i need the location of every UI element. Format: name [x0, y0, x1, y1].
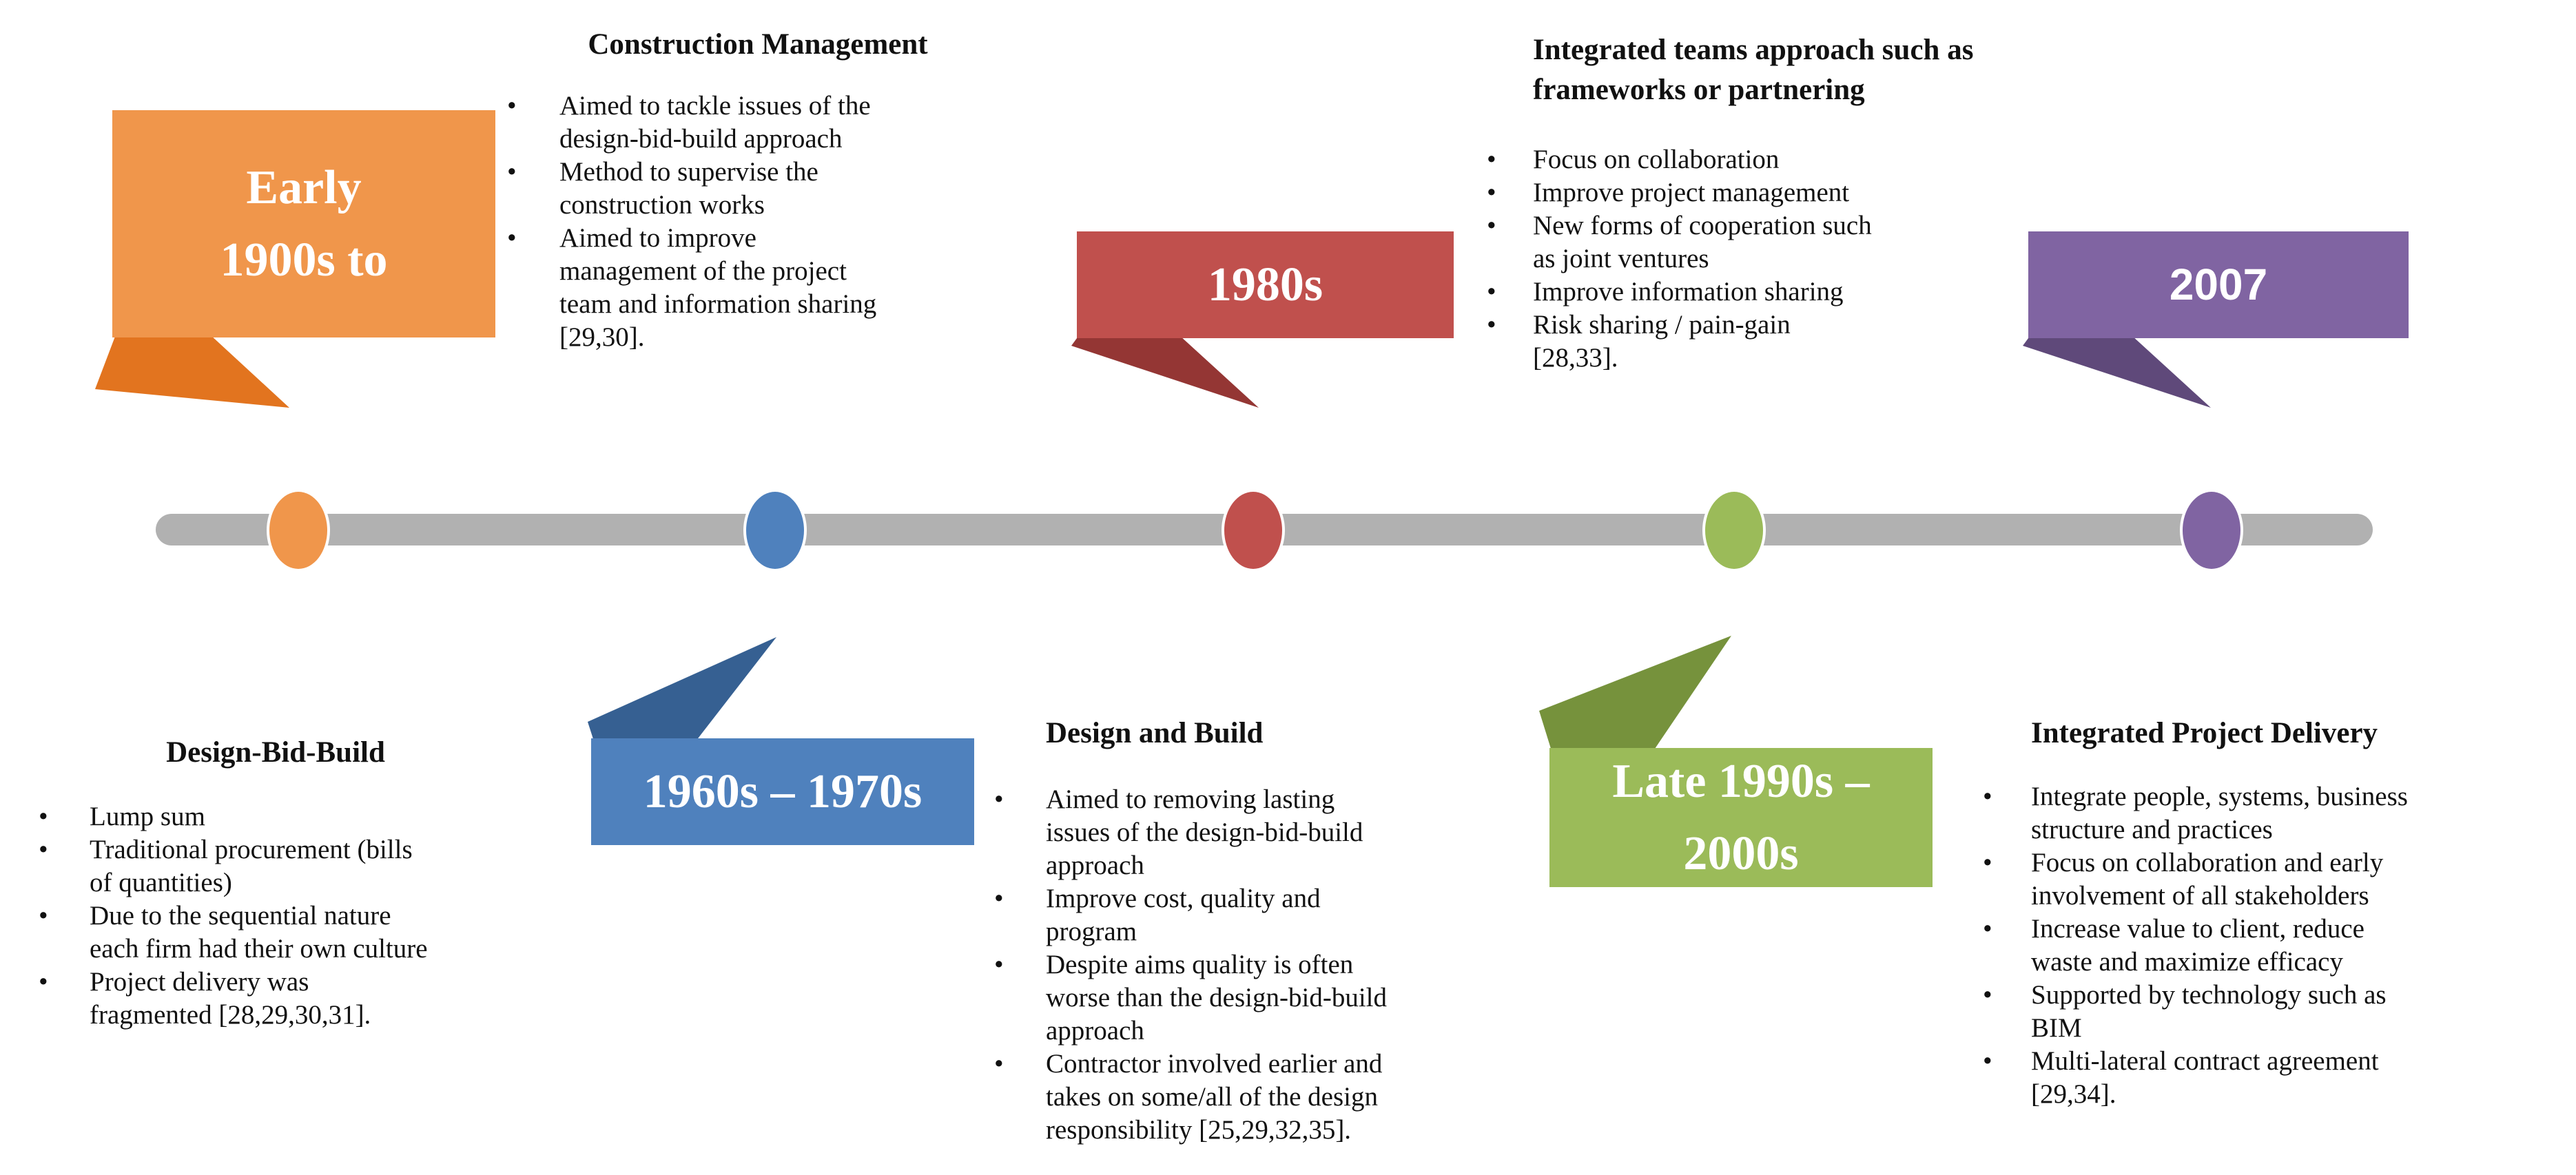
bullet-icon: •: [1983, 914, 1992, 944]
block-integrated-project-delivery: Integrated Project Delivery • Integrate …: [1979, 715, 2537, 1111]
bullet-list: • Lump sum • Traditional procurement (bi…: [34, 800, 517, 1032]
bullet-icon: •: [1983, 782, 1992, 811]
bullet-list: • Focus on collaboration • Improve proje…: [1483, 143, 2034, 375]
list-item: • Due to the sequential nature each firm…: [34, 900, 517, 966]
bullet-icon: •: [507, 157, 517, 187]
list-item: • Traditional procurement (bills of quan…: [34, 833, 517, 900]
list-item: • Improve information sharing: [1483, 275, 2034, 309]
block-design-bid-build: Design-Bid-Build • Lump sum • Traditiona…: [34, 734, 517, 1032]
list-item-text: Aimed to tackle issues of the design-bid…: [559, 91, 871, 154]
list-item-text: Method to supervise the construction wor…: [559, 157, 818, 220]
list-item-text: Improve information sharing: [1533, 277, 1844, 306]
list-item: • Aimed to removing lasting issues of th…: [990, 783, 1486, 882]
block-integrated-teams: Integrated teams approach such as framew…: [1483, 30, 2034, 375]
list-item-text: Multi-lateral contract agreement [29,34]…: [2031, 1046, 2379, 1109]
block-title: Construction Management: [588, 28, 928, 61]
callout-tail-1980s: [1071, 335, 1259, 408]
timeline-marker-1960s-1970s: [743, 489, 807, 572]
list-item: • Integrate people, systems, business st…: [1979, 780, 2537, 846]
list-item-text: Focus on collaboration: [1533, 145, 1780, 174]
callout-early-1900s: Early 1900s to: [112, 110, 495, 337]
bullet-icon: •: [1487, 211, 1496, 240]
block-title: Integrated teams approach such as framew…: [1533, 34, 1974, 106]
block-title: Design-Bid-Build: [166, 736, 385, 769]
list-item-text: Project delivery was fragmented [28,29,3…: [90, 967, 371, 1030]
bullet-icon: •: [39, 967, 48, 997]
list-item-text: Supported by technology such as BIM: [2031, 980, 2387, 1043]
list-item: • Risk sharing / pain-gain [28,33].: [1483, 309, 2034, 375]
callout-tail-early-1900s: [95, 335, 289, 408]
list-item: • Aimed to improve management of the pro…: [503, 222, 1013, 354]
bullet-icon: •: [1487, 310, 1496, 340]
bullet-icon: •: [1983, 848, 1992, 877]
block-construction-management: Construction Management • Aimed to tackl…: [503, 26, 1013, 354]
list-item: • Focus on collaboration: [1483, 143, 2034, 176]
callout-label-1960s-1970s: 1960s – 1970s: [643, 765, 923, 818]
bullet-icon: •: [39, 835, 48, 864]
bullet-icon: •: [994, 784, 1004, 814]
callout-late-1990s: Late 1990s – 2000s: [1549, 748, 1933, 887]
list-item: • New forms of cooperation such as joint…: [1483, 209, 2034, 275]
list-item-text: Increase value to client, reduce waste a…: [2031, 914, 2364, 977]
list-item: • Despite aims quality is often worse th…: [990, 948, 1486, 1048]
list-item-text: Aimed to removing lasting issues of the …: [1046, 784, 1363, 880]
callout-2007: 2007: [2028, 231, 2409, 338]
list-item-text: Risk sharing / pain-gain [28,33].: [1533, 310, 1791, 373]
bullet-icon: •: [994, 884, 1004, 913]
list-item: • Increase value to client, reduce waste…: [1979, 913, 2537, 979]
list-item: • Supported by technology such as BIM: [1979, 979, 2537, 1045]
block-title: Design and Build: [1046, 717, 1264, 749]
list-item-text: Due to the sequential nature each firm h…: [90, 901, 428, 964]
list-item: • Aimed to tackle issues of the design-b…: [503, 90, 1013, 156]
list-item: • Multi-lateral contract agreement [29,3…: [1979, 1045, 2537, 1111]
callout-label-early-1900s: Early 1900s to: [220, 161, 388, 287]
timeline-marker-2007: [2180, 489, 2243, 572]
list-item: • Lump sum: [34, 800, 517, 833]
bullet-icon: •: [994, 1049, 1004, 1079]
bullet-icon: •: [1983, 1046, 1992, 1076]
list-item: • Method to supervise the construction w…: [503, 156, 1013, 222]
list-item: • Focus on collaboration and early invol…: [1979, 846, 2537, 913]
list-item: • Project delivery was fragmented [28,29…: [34, 966, 517, 1032]
list-item-text: Improve cost, quality and program: [1046, 884, 1321, 946]
list-item-text: Integrate people, systems, business stru…: [2031, 782, 2408, 844]
list-item-text: Traditional procurement (bills of quanti…: [90, 835, 413, 897]
bullet-icon: •: [1983, 980, 1992, 1010]
list-item-text: Despite aims quality is often worse than…: [1046, 950, 1387, 1046]
list-item-text: Focus on collaboration and early involve…: [2031, 848, 2384, 911]
timeline-marker-late-1990s: [1702, 489, 1766, 572]
list-item: • Improve cost, quality and program: [990, 882, 1486, 948]
bullet-icon: •: [39, 901, 48, 930]
callout-tail-2007: [2023, 335, 2211, 408]
list-item: • Improve project management: [1483, 176, 2034, 209]
bullet-list: • Integrate people, systems, business st…: [1979, 780, 2537, 1111]
list-item-text: New forms of cooperation such as joint v…: [1533, 211, 1872, 273]
callout-label-late-1990s: Late 1990s – 2000s: [1612, 755, 1870, 880]
callout-tail-late-1990s: [1539, 636, 1731, 751]
timeline-marker-1980s: [1222, 489, 1285, 572]
callout-1960s-1970s: 1960s – 1970s: [591, 738, 974, 845]
block-design-and-build: Design and Build • Aimed to removing las…: [990, 715, 1486, 1147]
list-item-text: Lump sum: [90, 802, 205, 831]
list-item-text: Contractor involved earlier and takes on…: [1046, 1049, 1383, 1145]
bullet-list: • Aimed to tackle issues of the design-b…: [503, 90, 1013, 354]
bullet-icon: •: [39, 802, 48, 831]
callout-tail-1960s-1970s: [588, 637, 776, 741]
bullet-icon: •: [1487, 145, 1496, 174]
bullet-icon: •: [994, 950, 1004, 979]
timeline-marker-early-1900s: [267, 489, 330, 572]
block-title: Integrated Project Delivery: [2031, 717, 2378, 749]
bullet-icon: •: [507, 223, 517, 253]
list-item-text: Improve project management: [1533, 178, 1850, 207]
bullet-icon: •: [1487, 178, 1496, 207]
bullet-list: • Aimed to removing lasting issues of th…: [990, 783, 1486, 1147]
list-item: • Contractor involved earlier and takes …: [990, 1048, 1486, 1147]
callout-1980s: 1980s: [1077, 231, 1454, 338]
bullet-icon: •: [507, 91, 517, 121]
callout-label-2007: 2007: [2169, 260, 2268, 309]
bullet-icon: •: [1487, 277, 1496, 306]
callout-label-1980s: 1980s: [1207, 258, 1323, 311]
list-item-text: Aimed to improve management of the proje…: [559, 223, 877, 352]
